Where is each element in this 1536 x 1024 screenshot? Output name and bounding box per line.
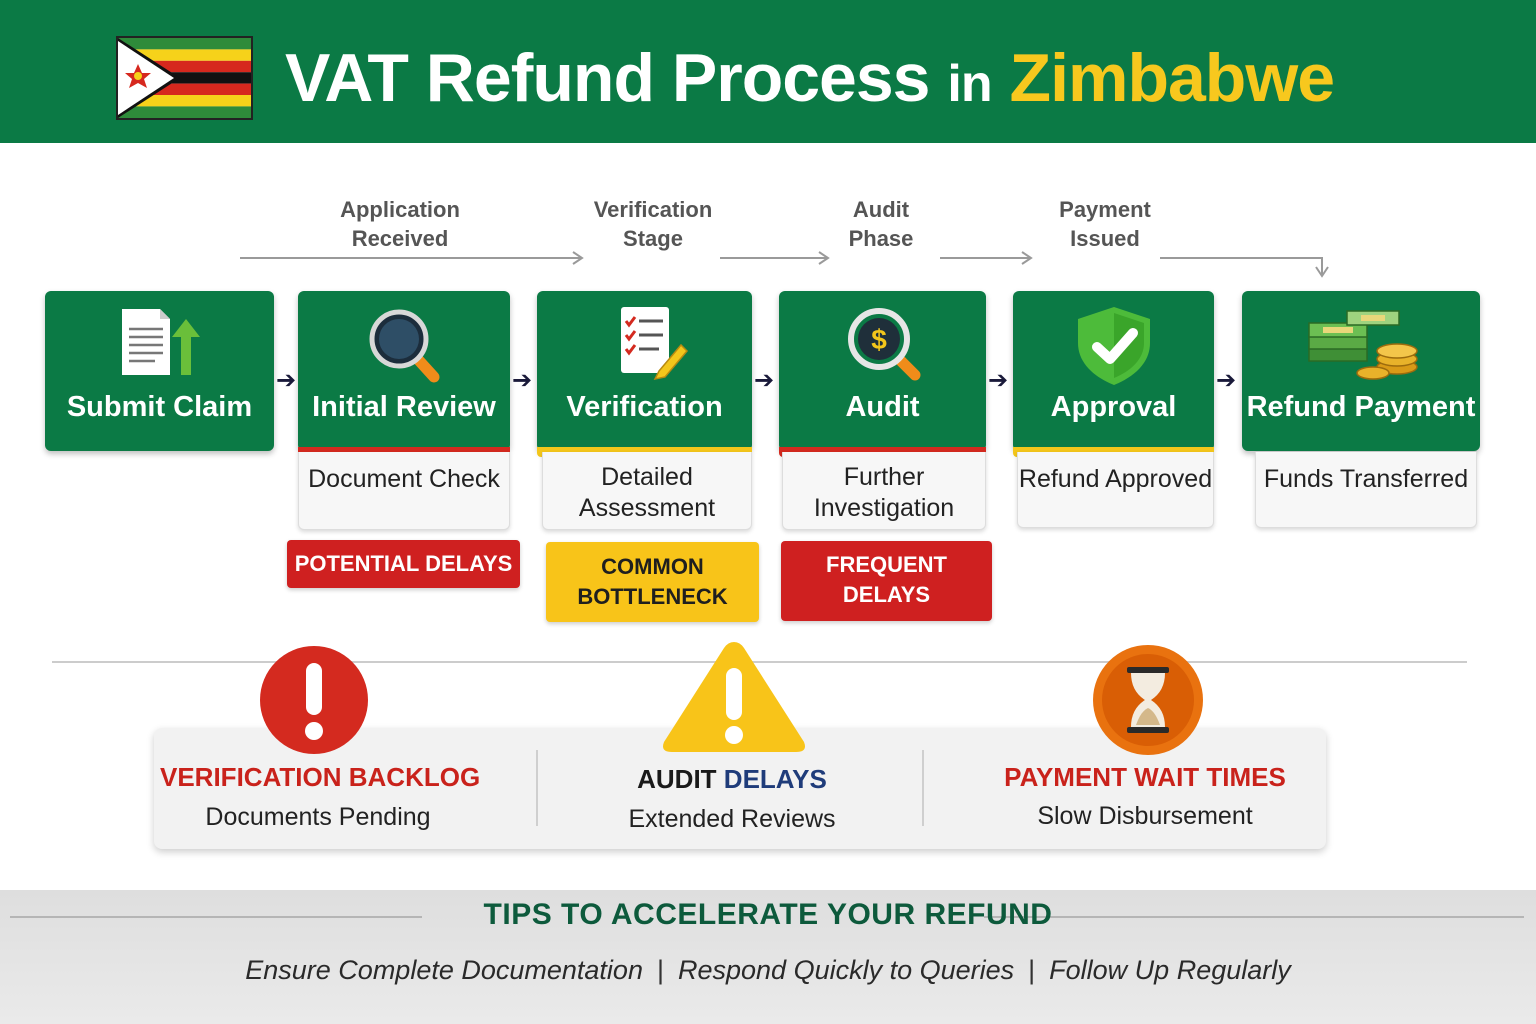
step-name: Verification [566,391,723,423]
issue-subtitle: Slow Disbursement [1037,802,1253,830]
tip-item: Ensure Complete Documentation [245,955,643,985]
footer-bar [0,890,1536,1024]
issue-separator [536,750,538,826]
step-card-initial-review: Initial Review [298,291,510,457]
tip-separator: | [656,955,664,985]
tip-item: Respond Quickly to Queries [677,955,1015,985]
title-in: in [947,55,992,113]
step-name: Initial Review [312,391,496,423]
detail-box-approval: Refund Approved [1017,452,1214,528]
arrow-right-icon: ➔ [276,367,297,394]
issue-title-audit-delays: AUDIT DELAYS [637,764,827,794]
arrow-right-icon: ➔ [754,367,775,394]
page-title: VAT Refund Process in Zimbabwe [285,38,1335,118]
tips-list: Ensure Complete Documentation | Respond Qu… [0,955,1536,986]
step-name: Audit [845,391,920,423]
tip-item: Follow Up Regularly [1049,955,1291,985]
step-name: Approval [1050,391,1177,423]
arrow-right-icon: ➔ [1216,367,1237,394]
step-card-audit: $ Audit [779,291,986,457]
section-divider [52,661,1467,663]
issue-title-verification-backlog: VERIFICATION BACKLOG [160,762,481,792]
tip-separator: | [1028,955,1036,985]
header-bar: VAT Refund Process in Zimbabwe [0,0,1536,143]
step-name: Refund Payment [1246,391,1476,423]
issue-title-payment-wait-times: PAYMENT WAIT TIMES [1004,762,1286,792]
step-card-verification: Verification [537,291,752,457]
issue-subtitle: Documents Pending [205,803,431,831]
step-name: Submit Claim [66,391,253,423]
arrow-right-icon: ➔ [988,367,1009,394]
dollar-magnifier-icon: $ [833,303,933,388]
step-card-approval: Approval [1013,291,1214,457]
document-upload-icon [110,303,210,384]
step-card-refund-payment: Refund Payment [1242,291,1480,451]
money-stack-icon [1301,303,1421,388]
svg-text:$: $ [871,324,887,355]
tag-potential-delays: POTENTIAL DELAYS [287,540,520,588]
magnifier-icon [354,303,454,388]
detail-box-refund-payment: Funds Transferred [1255,452,1477,528]
footer-title: TIPS TO ACCELERATE YOUR REFUND [483,898,1053,931]
title-country: Zimbabwe [1009,40,1335,116]
warning-triangle-icon [660,638,808,759]
zimbabwe-flag-icon [116,36,253,120]
title-main: VAT Refund Process [285,40,931,116]
stage-flow-arrows [240,251,1329,278]
exclamation-circle-icon [258,645,370,760]
shield-check-icon [1064,303,1164,392]
checklist-icon [595,303,695,388]
hourglass-icon [1089,645,1207,760]
step-card-submit-claim: Submit Claim [45,291,274,451]
issue-separator [922,750,924,826]
detail-box-initial-review: Document Check [298,452,510,530]
arrow-right-icon: ➔ [512,367,533,394]
issue-subtitle: Extended Reviews [628,805,836,833]
footer-rule [10,916,422,918]
footer-rule [984,916,1524,918]
